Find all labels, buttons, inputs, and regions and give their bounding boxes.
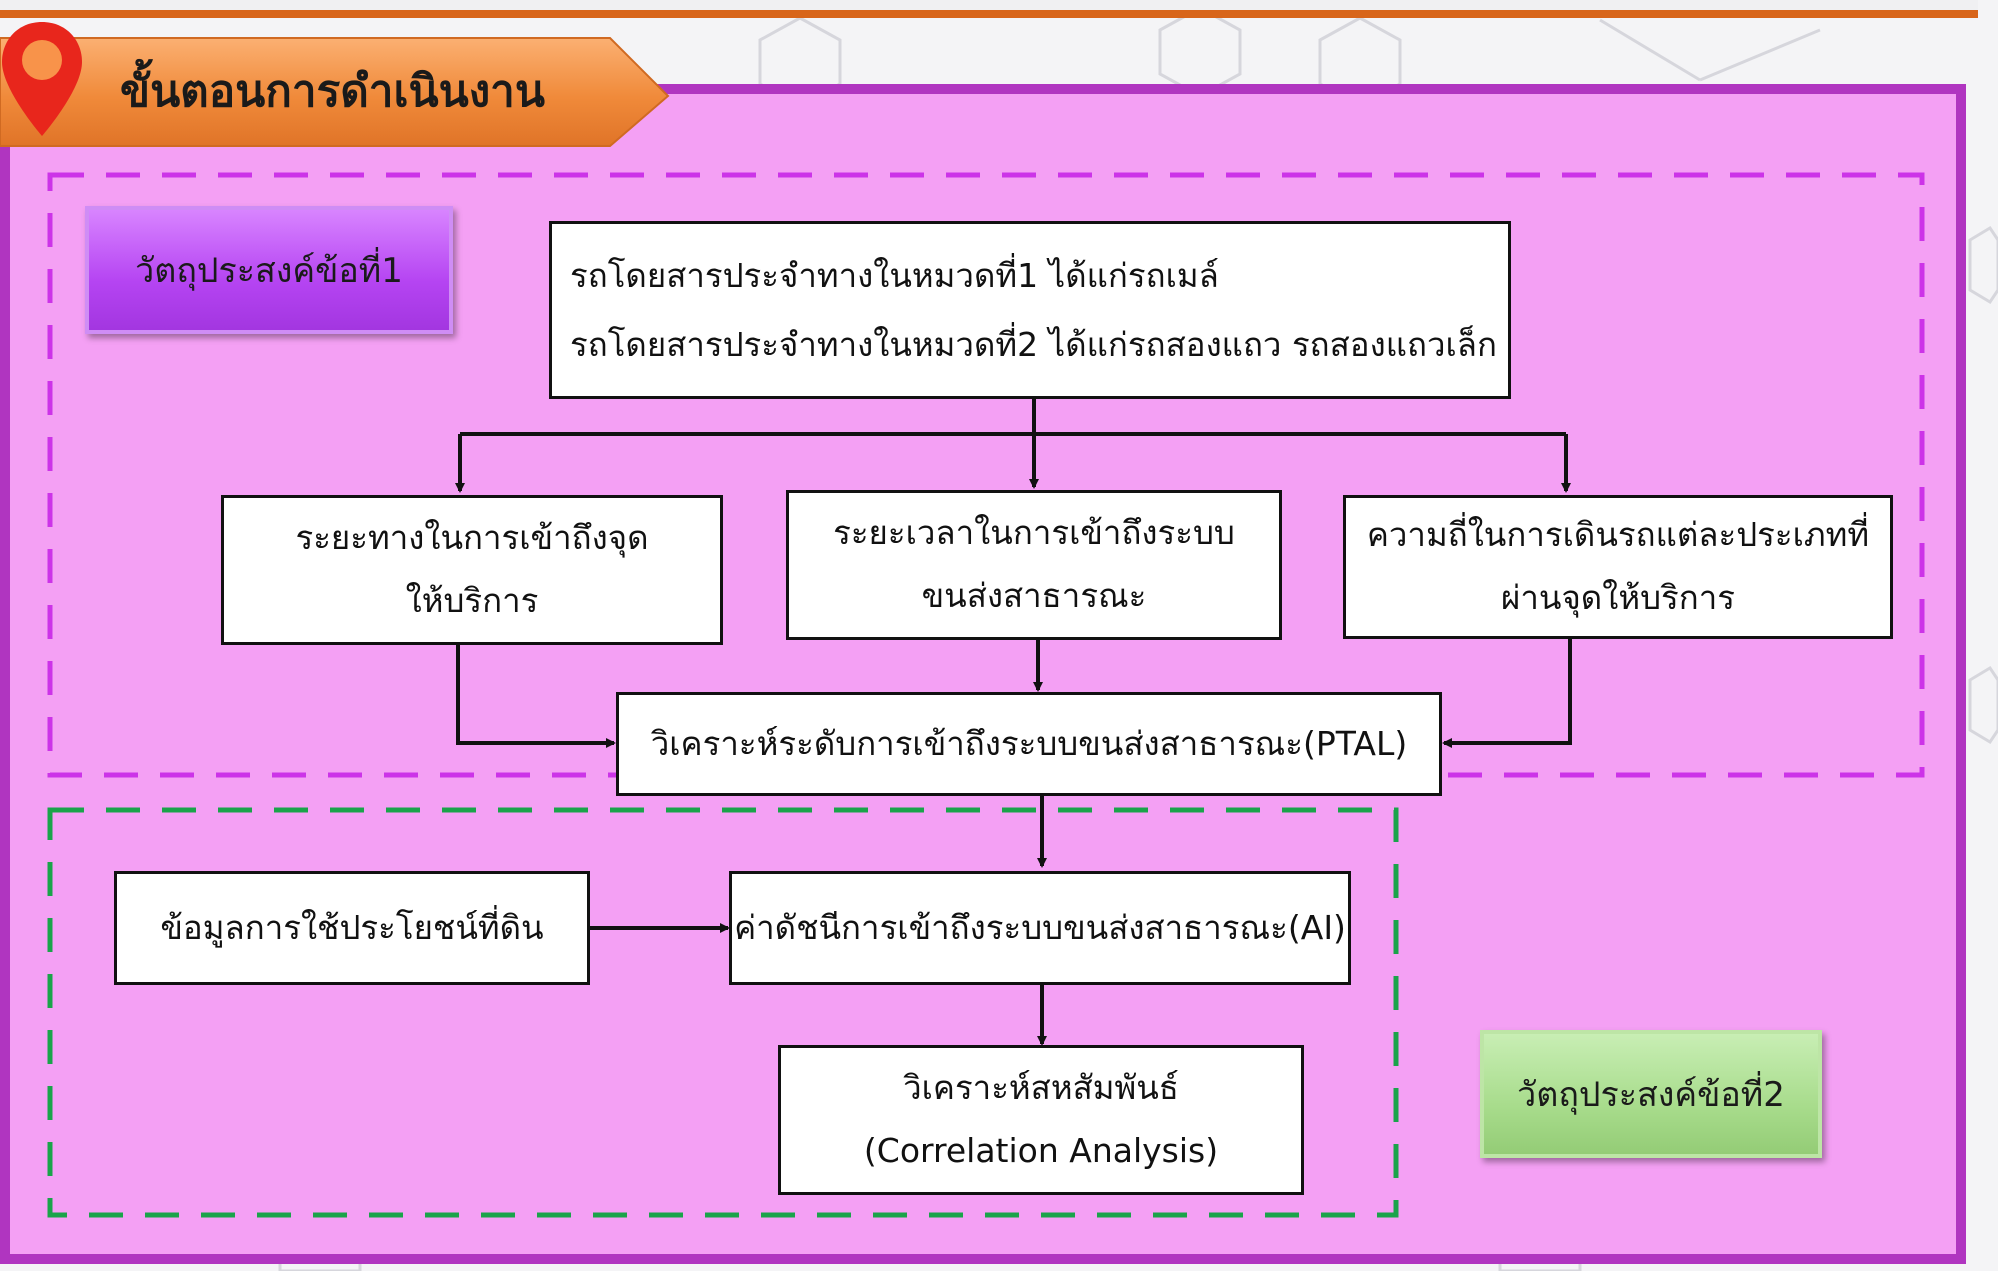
bus-types-box: รถโดยสารประจำทางในหมวดที่1 ได้แก่รถเมล์ …	[549, 221, 1511, 399]
connector-frequency-to-ptal	[1442, 638, 1572, 748]
top-accent-bar	[0, 0, 1978, 18]
time-line-2: ขนส่งสาธารณะ	[921, 576, 1147, 615]
distance-box: ระยะทางในการเข้าถึงจุด ให้บริการ	[221, 495, 723, 645]
top-accent-bar-inner	[0, 0, 1978, 10]
objective-2-label: วัตถุประสงค์ข้อที่2	[1517, 1075, 1785, 1115]
ai-index-label: ค่าดัชนีการเข้าถึงระบบขนส่งสาธารณะ(AI)	[734, 908, 1346, 948]
correlation-line-1: วิเคราะห์สหสัมพันธ์	[903, 1068, 1179, 1108]
time-line-1: ระยะเวลาในการเข้าถึงระบบ	[833, 513, 1235, 553]
land-use-label: ข้อมูลการใช้ประโยชน์ที่ดิน	[160, 908, 544, 948]
correlation-box: วิเคราะห์สหสัมพันธ์ (Correlation Analysi…	[778, 1045, 1304, 1195]
objective-1-label: วัตถุประสงค์ข้อที่1	[135, 251, 403, 291]
ptal-box: วิเคราะห์ระดับการเข้าถึงระบบขนส่งสาธารณะ…	[616, 692, 1442, 796]
bus-types-line-2: รถโดยสารประจำทางในหมวดที่2 ได้แก่รถสองแถ…	[570, 325, 1497, 364]
frequency-line-1: ความถี่ในการเดินรถแต่ละประเภทที่	[1366, 515, 1870, 555]
distance-line-1: ระยะทางในการเข้าถึงจุด	[295, 518, 649, 558]
objective-2-region	[47, 807, 1399, 1218]
land-use-box: ข้อมูลการใช้ประโยชน์ที่ดิน	[114, 871, 590, 985]
connector-distance-to-ptal	[456, 644, 616, 748]
correlation-line-2: (Correlation Analysis)	[863, 1131, 1219, 1170]
page-title: ขั้นตอนการดำเนินงาน	[120, 66, 545, 117]
ptal-label: วิเคราะห์ระดับการเข้าถึงระบบขนส่งสาธารณะ…	[650, 724, 1408, 764]
objective-2-badge: วัตถุประสงค์ข้อที่2	[1480, 1030, 1822, 1158]
bus-types-line-1: รถโดยสารประจำทางในหมวดที่1 ได้แก่รถเมล์	[570, 255, 1219, 295]
title-banner	[0, 37, 670, 147]
location-pin-icon	[2, 22, 82, 136]
frequency-box: ความถี่ในการเดินรถแต่ละประเภทที่ ผ่านจุด…	[1343, 495, 1893, 639]
ai-index-box: ค่าดัชนีการเข้าถึงระบบขนส่งสาธารณะ(AI)	[729, 871, 1351, 985]
frequency-line-2: ผ่านจุดให้บริการ	[1501, 578, 1735, 617]
time-box: ระยะเวลาในการเข้าถึงระบบ ขนส่งสาธารณะ	[786, 490, 1282, 640]
objective-1-badge: วัตถุประสงค์ข้อที่1	[85, 206, 453, 334]
distance-line-2: ให้บริการ	[405, 581, 539, 620]
